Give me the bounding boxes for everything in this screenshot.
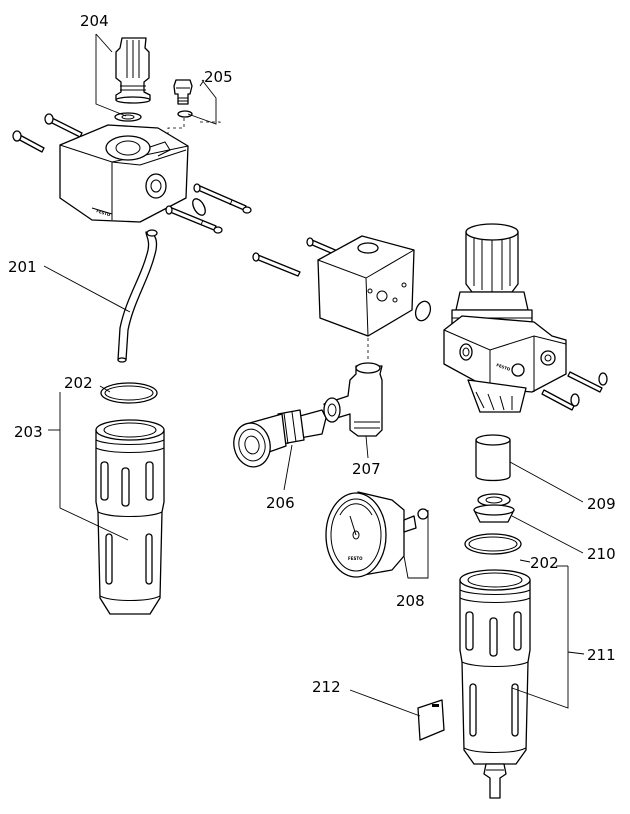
block-brand-mark: FESTO	[96, 208, 112, 217]
part-210-valve-disc	[473, 493, 515, 523]
part-207-elbow-fitting	[323, 362, 383, 437]
callout-205: 205	[204, 68, 233, 86]
gauge-brand-mark: FESTO	[348, 556, 363, 561]
part-204-cartridge	[114, 37, 151, 122]
callout-211: 211	[587, 646, 616, 664]
part-211-bowl-right	[459, 569, 531, 799]
callout-202-left: 202	[64, 374, 93, 392]
callout-209: 209	[587, 495, 616, 513]
callout-203: 203	[14, 423, 43, 441]
part-202-oring-right	[464, 533, 522, 555]
callout-201: 201	[8, 258, 37, 276]
regulator-head: FESTO	[443, 223, 608, 413]
callout-labels: 204 205 201 202 203 206 207 208 209 210 …	[8, 12, 616, 696]
callout-207: 207	[352, 460, 381, 478]
callout-202-right: 202	[530, 554, 559, 572]
part-206-push-in-fitting	[233, 409, 327, 468]
part-202-oring-left	[100, 382, 158, 404]
callout-204: 204	[80, 12, 109, 30]
manifold-block-top: FESTO	[12, 113, 252, 234]
part-201-tube	[117, 229, 158, 363]
part-209-sleeve	[475, 434, 511, 482]
callout-208: 208	[396, 592, 425, 610]
leader-lines	[43, 33, 585, 717]
part-203-bowl-left	[95, 419, 165, 615]
middle-manifold-block	[252, 235, 432, 360]
part-208-pressure-gauge: FESTO	[325, 491, 429, 578]
part-205-plug	[167, 79, 221, 140]
part-212-label-tag	[417, 699, 445, 741]
callout-212: 212	[312, 678, 341, 696]
callout-206: 206	[266, 494, 295, 512]
regulator-brand-mark: FESTO	[496, 362, 512, 372]
callout-210: 210	[587, 545, 616, 563]
